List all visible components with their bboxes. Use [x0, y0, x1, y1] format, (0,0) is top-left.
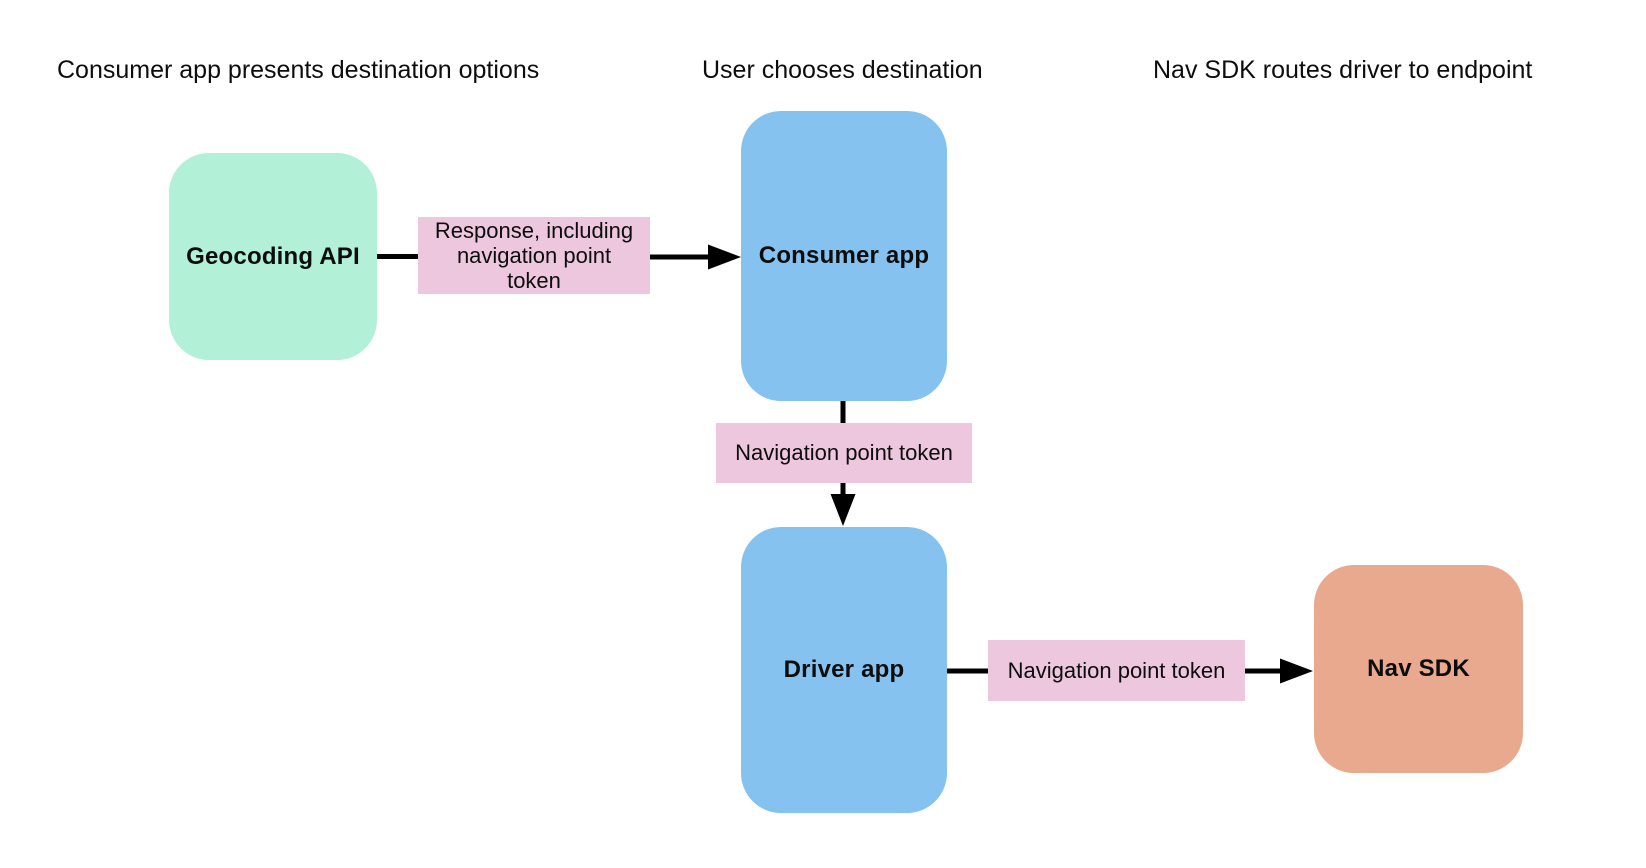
node-consumer-app: Consumer app	[741, 111, 947, 401]
node-label-geocoding-api: Geocoding API	[186, 242, 360, 270]
arrowhead-into-driver-app	[830, 494, 856, 526]
node-nav-sdk: Nav SDK	[1314, 565, 1523, 773]
edge-label-navigation-point-token-mid: Navigation point token	[716, 423, 972, 483]
arrowhead-into-consumer-app	[708, 244, 741, 270]
node-driver-app: Driver app	[741, 527, 947, 813]
node-label-nav-sdk: Nav SDK	[1367, 655, 1470, 682]
edge-label-navigation-point-token-right: Navigation point token	[988, 640, 1245, 701]
node-label-driver-app: Driver app	[783, 656, 905, 683]
column-header-user-chooses-destination: User chooses destination	[702, 56, 983, 84]
column-header-consumer-presents-options: Consumer app presents destination option…	[57, 56, 540, 84]
edge-label-response-including-token: Response, including navigation point tok…	[418, 217, 650, 294]
node-geocoding-api: Geocoding API	[169, 153, 377, 360]
node-label-consumer-app: Consumer app	[758, 242, 930, 269]
arrowhead-into-nav-sdk	[1280, 658, 1313, 684]
column-header-nav-sdk-routes-driver: Nav SDK routes driver to endpoint	[1153, 56, 1533, 84]
